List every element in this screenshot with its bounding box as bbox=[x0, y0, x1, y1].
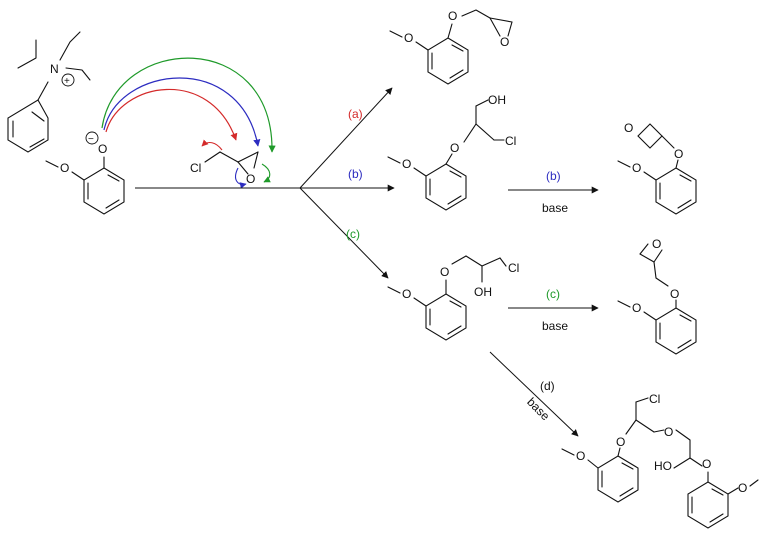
product-d-dimer: O Cl O HO O O O bbox=[561, 392, 759, 529]
svg-text:O: O bbox=[624, 121, 633, 135]
svg-text:O: O bbox=[738, 481, 747, 495]
label-a: (a) bbox=[348, 107, 363, 121]
svg-text:OH: OH bbox=[488, 93, 506, 107]
svg-text:O: O bbox=[674, 147, 683, 161]
epoxide-oxygen: O bbox=[246, 172, 255, 186]
product-a-glycidyl-ether: O O O bbox=[389, 9, 513, 85]
svg-text:O: O bbox=[670, 287, 679, 301]
label-base-d: base bbox=[524, 395, 553, 424]
svg-text:O: O bbox=[448, 9, 457, 23]
svg-text:O: O bbox=[576, 449, 585, 463]
product-c-glycidyl-ether: O O O bbox=[617, 237, 697, 355]
svg-text:OH: OH bbox=[474, 285, 492, 299]
svg-text:Cl: Cl bbox=[505, 134, 516, 148]
svg-text:O: O bbox=[652, 237, 661, 251]
svg-text:O: O bbox=[500, 35, 509, 49]
label-d: (d) bbox=[540, 379, 555, 393]
svg-text:O: O bbox=[402, 287, 411, 301]
svg-text:O: O bbox=[632, 161, 641, 175]
chlorine-label: Cl bbox=[190, 161, 201, 175]
epichlorohydrin: Cl O bbox=[190, 151, 259, 186]
negative-charge: − bbox=[88, 134, 94, 145]
mechanism-arrows bbox=[101, 57, 276, 189]
svg-text:O: O bbox=[632, 301, 641, 315]
pathway-b-arrow bbox=[103, 77, 261, 147]
label-b-right: (b) bbox=[546, 169, 561, 183]
svg-text:O: O bbox=[450, 141, 459, 155]
methoxyphenoxide-anion: − O O bbox=[45, 131, 125, 215]
label-base-b: base bbox=[542, 201, 568, 215]
svg-text:O: O bbox=[404, 31, 413, 45]
svg-text:O: O bbox=[664, 425, 673, 439]
svg-text:Cl: Cl bbox=[649, 392, 660, 406]
svg-text:O: O bbox=[440, 265, 449, 279]
svg-text:O: O bbox=[402, 157, 411, 171]
label-c-right: (c) bbox=[546, 287, 560, 301]
label-b-left: (b) bbox=[348, 167, 363, 181]
methoxy-oxygen: O bbox=[60, 161, 69, 175]
reaction-arrows bbox=[135, 87, 599, 437]
label-base-c: base bbox=[542, 319, 568, 333]
svg-text:Cl: Cl bbox=[508, 261, 519, 275]
phenoxide-oxygen: O bbox=[98, 142, 107, 156]
positive-charge: + bbox=[64, 76, 70, 87]
product-c-chlorohydrin: O OH Cl O bbox=[387, 255, 519, 341]
benzyltriethylammonium-cation: N + bbox=[7, 31, 91, 153]
svg-text:O: O bbox=[702, 457, 711, 471]
pathway-a-arrow bbox=[105, 88, 238, 141]
product-b-chlorohydrin: O OH Cl O bbox=[387, 93, 516, 211]
svg-text:HO: HO bbox=[654, 459, 672, 473]
nitrogen-label: N bbox=[50, 62, 59, 76]
label-c-left: (c) bbox=[346, 227, 360, 241]
pathway-c-arrow bbox=[101, 57, 276, 153]
svg-text:O: O bbox=[616, 435, 625, 449]
product-b-oxetane: O O O bbox=[617, 120, 697, 215]
